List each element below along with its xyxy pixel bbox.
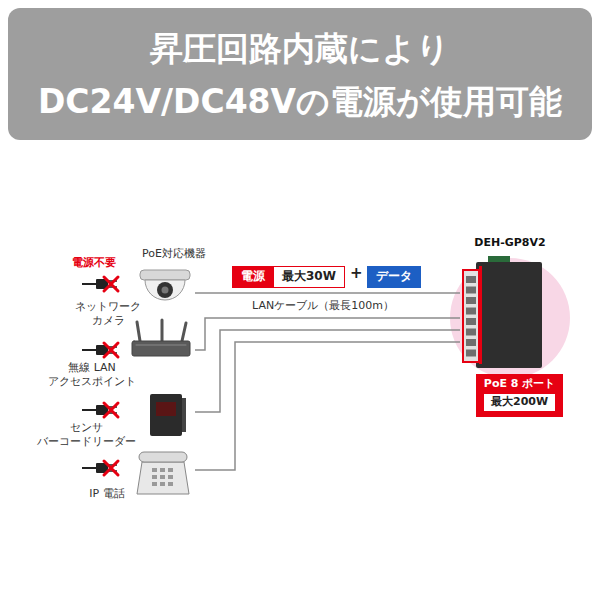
title-banner bbox=[8, 8, 592, 140]
antenna bbox=[161, 320, 164, 341]
access-point-icon bbox=[132, 320, 190, 356]
power-plug-crossed bbox=[82, 343, 118, 357]
highlight-circle bbox=[450, 258, 570, 378]
phone-base bbox=[137, 462, 189, 494]
node-text: PoE 8 ポート bbox=[483, 377, 556, 391]
camera-lens bbox=[157, 282, 173, 298]
sensor-icon bbox=[150, 394, 186, 436]
node-text: IP 電話 bbox=[74, 487, 140, 501]
cross-mark bbox=[104, 343, 118, 357]
router-edge bbox=[136, 345, 186, 346]
camera-dome bbox=[145, 280, 185, 300]
plug-cord bbox=[82, 467, 96, 469]
antenna bbox=[137, 322, 140, 341]
sensor-body bbox=[150, 394, 182, 436]
callout-box: PoE 8 ポート最大200W bbox=[476, 374, 563, 417]
switch-box: DEH-GP8V2 bbox=[460, 236, 560, 370]
power-tag: 電源 bbox=[232, 266, 274, 288]
key bbox=[160, 475, 165, 479]
lan-port bbox=[466, 308, 476, 315]
power-plug-crossed bbox=[82, 461, 118, 475]
antenna bbox=[182, 323, 186, 341]
callout-value: 最大200W bbox=[483, 393, 556, 411]
key bbox=[168, 482, 173, 486]
key bbox=[160, 468, 165, 472]
node-text: 電源 bbox=[241, 269, 265, 285]
camera-lens-inner bbox=[162, 287, 169, 294]
lan-cable bbox=[195, 342, 460, 470]
watt-tag: 最大30W bbox=[273, 266, 345, 288]
node-text: データ bbox=[376, 269, 412, 285]
key bbox=[168, 468, 173, 472]
switch-front-panel bbox=[463, 270, 479, 362]
node-text: 最大200W bbox=[491, 395, 548, 409]
phone-icon bbox=[137, 452, 189, 494]
power-plug-crossed bbox=[82, 277, 118, 291]
lan-cable bbox=[195, 292, 460, 294]
data-tag: データ bbox=[367, 266, 421, 288]
plug-cord bbox=[82, 283, 96, 285]
node-text: センサ バーコードリーダー bbox=[25, 421, 147, 450]
key bbox=[152, 482, 157, 486]
key bbox=[160, 482, 165, 486]
sensor-side bbox=[182, 398, 186, 432]
sensor-window bbox=[156, 402, 176, 416]
cross-mark bbox=[104, 277, 118, 291]
cable-label: LANケーブル（最長100m） bbox=[250, 298, 396, 313]
port-group bbox=[466, 276, 476, 357]
title: 昇圧回路内蔵により DC24V/DC48Vの電源が使用可能 bbox=[20, 22, 580, 128]
plug-cord bbox=[82, 349, 96, 351]
lan-port bbox=[466, 318, 476, 325]
node-text: DEH-GP8V2 bbox=[460, 236, 560, 250]
lan-port bbox=[466, 297, 476, 304]
lan-port bbox=[466, 287, 476, 294]
cross-mark bbox=[104, 403, 118, 417]
cross-mark bbox=[104, 461, 118, 475]
router-body bbox=[132, 341, 190, 356]
device-box: センサ バーコードリーダー bbox=[25, 392, 195, 450]
lan-port bbox=[466, 339, 476, 346]
phone-handset bbox=[139, 452, 187, 462]
lan-port bbox=[466, 350, 476, 357]
lan-port bbox=[466, 329, 476, 336]
node-text: ネットワーク カメラ bbox=[61, 300, 155, 329]
key bbox=[168, 475, 173, 479]
note-label: 電源不要 bbox=[70, 255, 118, 270]
key bbox=[152, 468, 157, 472]
device-box: 無線 LAN アクセスポイント bbox=[35, 318, 195, 390]
power-plug-crossed bbox=[82, 403, 118, 417]
node-text: 最大30W bbox=[282, 269, 336, 285]
device-box: IP 電話 bbox=[60, 452, 195, 508]
plug-cord bbox=[82, 409, 96, 411]
plus-sign: + bbox=[348, 264, 365, 282]
device-box: ネットワーク カメラ bbox=[55, 268, 195, 334]
key bbox=[152, 475, 157, 479]
lan-port bbox=[466, 276, 476, 283]
camera-mount bbox=[140, 270, 190, 280]
category-label: PoE対応機器 bbox=[140, 246, 208, 261]
camera-icon bbox=[140, 270, 190, 300]
switch-body bbox=[476, 262, 542, 368]
phone-keypad bbox=[152, 468, 173, 486]
node-text: 無線 LAN アクセスポイント bbox=[35, 361, 149, 390]
switch-illustration bbox=[463, 256, 542, 368]
